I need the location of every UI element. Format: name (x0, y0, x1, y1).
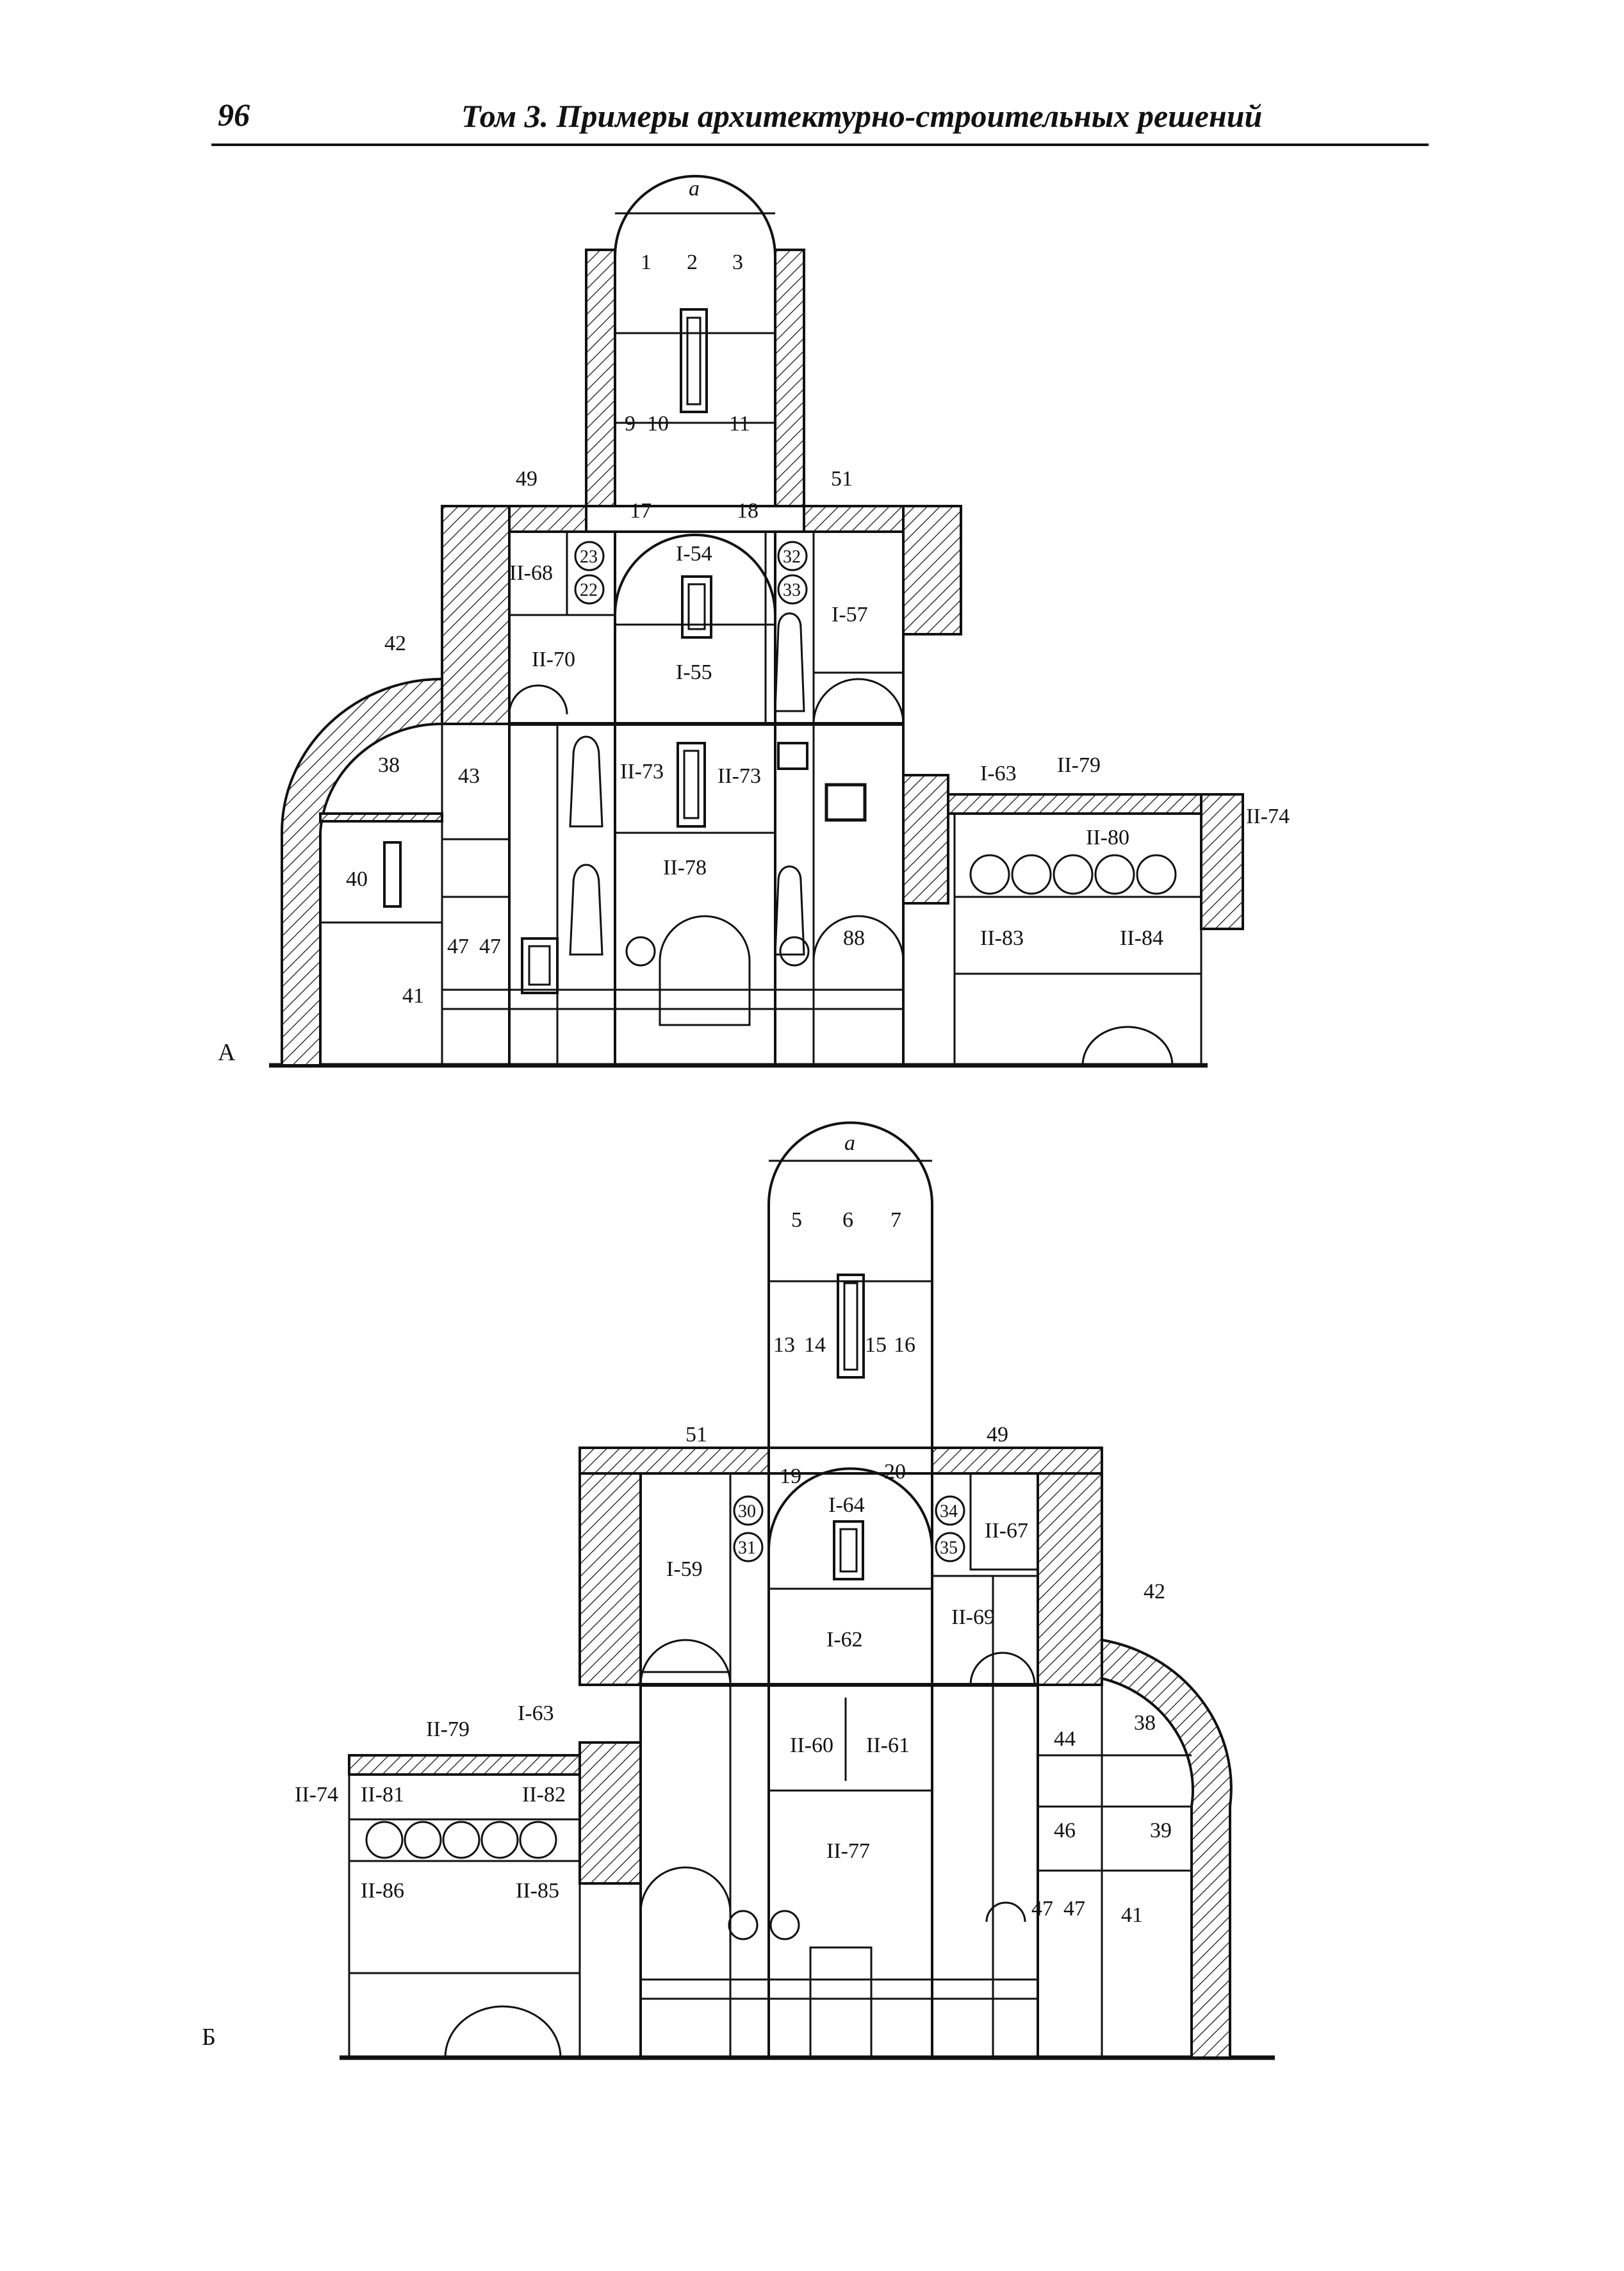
label: I-57 (832, 603, 868, 627)
label: II-77 (826, 1839, 870, 1863)
label: 38 (378, 753, 400, 777)
label: II-78 (663, 856, 707, 880)
label: 31 (738, 1538, 756, 1558)
section-b-figure-label: Б (202, 2024, 216, 2051)
label: II-68 (509, 561, 553, 585)
label: 42 (384, 632, 406, 655)
label: 47 (1031, 1897, 1053, 1921)
label: II-79 (426, 1718, 470, 1741)
page-number: 96 (218, 97, 250, 133)
label: II-60 (790, 1734, 833, 1757)
label: II-74 (1246, 805, 1290, 828)
label: II-83 (980, 926, 1024, 950)
label: 2 (687, 250, 698, 274)
label: II-67 (985, 1519, 1028, 1543)
label: II-69 (951, 1605, 995, 1629)
label: 47 (479, 935, 501, 958)
label: 35 (940, 1538, 958, 1558)
label: 13 (773, 1333, 795, 1357)
label: II-81 (361, 1783, 404, 1807)
label: II-84 (1120, 926, 1163, 950)
label: II-61 (866, 1734, 910, 1757)
label: 38 (1134, 1711, 1156, 1735)
label: I-63 (518, 1701, 554, 1725)
label: II-70 (532, 648, 575, 671)
label: II-79 (1057, 753, 1101, 777)
label: 20 (884, 1460, 906, 1484)
label: 46 (1054, 1819, 1076, 1842)
label: 23 (580, 547, 598, 567)
label: 11 (729, 412, 750, 436)
label: 30 (738, 1502, 756, 1521)
label: 14 (804, 1333, 826, 1357)
label: 17 (630, 499, 652, 523)
label: 9 (625, 412, 636, 436)
label: II-74 (295, 1783, 338, 1807)
header-rule (211, 143, 1429, 146)
section-a-labels: А а 1 2 3 9 10 11 17 18 49 51 23 22 32 3… (218, 177, 1290, 1066)
label: I-59 (666, 1557, 703, 1581)
section-b-drawing (340, 1121, 1275, 2060)
section-a-drawing (269, 175, 1244, 1068)
label: 41 (402, 984, 424, 1008)
label: I-64 (828, 1493, 865, 1517)
label: 6 (842, 1208, 853, 1232)
page-header: 96 Том 3. Примеры архитектурно-строитель… (211, 96, 1429, 147)
section-b-dome-mark: а (844, 1131, 855, 1155)
label: 47 (447, 935, 469, 958)
label: 49 (516, 467, 537, 491)
label: 7 (890, 1208, 901, 1232)
label: 43 (458, 764, 480, 788)
label: 88 (843, 926, 865, 950)
label: 44 (1054, 1727, 1076, 1751)
label: 40 (346, 867, 368, 891)
label: 15 (865, 1333, 887, 1357)
label: 10 (647, 412, 669, 436)
label: 34 (940, 1502, 958, 1521)
label: 42 (1144, 1580, 1165, 1603)
label: I-55 (676, 660, 712, 684)
label: II-73 (620, 760, 664, 783)
label: I-62 (826, 1628, 863, 1652)
label: II-85 (516, 1879, 559, 1903)
label: II-86 (361, 1879, 404, 1903)
label: 49 (987, 1423, 1008, 1447)
label: 22 (580, 580, 598, 600)
label: 33 (783, 580, 801, 600)
section-b-labels: Б а 5 6 7 13 14 15 16 51 49 19 20 30 31 … (202, 1131, 1172, 2051)
label: 5 (791, 1208, 802, 1232)
running-title: Том 3. Примеры архитектурно-строительных… (461, 98, 1263, 134)
label: 32 (783, 547, 801, 567)
label: 41 (1121, 1903, 1143, 1927)
label: 39 (1150, 1819, 1172, 1842)
label: I-63 (980, 762, 1017, 785)
label: II-80 (1086, 826, 1129, 849)
label: 1 (641, 250, 652, 274)
label: 3 (732, 250, 743, 274)
section-a-figure-label: А (218, 1039, 236, 1066)
label: 16 (894, 1333, 915, 1357)
label: II-82 (522, 1783, 566, 1807)
label: 19 (780, 1464, 801, 1488)
section-a-dome-mark: а (689, 177, 700, 201)
label: 51 (685, 1423, 707, 1447)
label: I-54 (676, 542, 712, 566)
label: 47 (1063, 1897, 1085, 1921)
label: II-73 (718, 764, 761, 788)
label: 51 (831, 467, 853, 491)
label: 18 (737, 499, 759, 523)
